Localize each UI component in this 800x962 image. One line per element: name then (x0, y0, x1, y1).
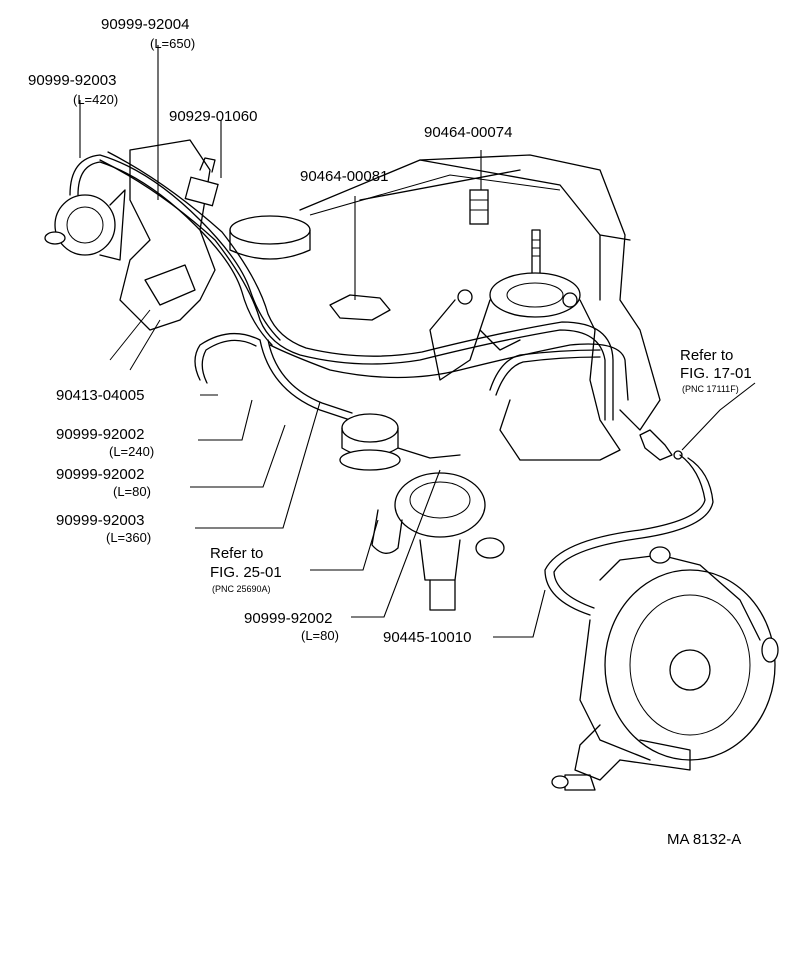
part-label-90999-92003-360: 90999-92003 (56, 512, 145, 529)
part-label-90929-01060: 90929-01060 (169, 108, 258, 125)
part-label-90464-00074: 90464-00074 (424, 124, 513, 141)
drawing-code: MA 8132-A (667, 831, 742, 848)
distributor (551, 546, 779, 791)
hose-clips (184, 157, 489, 321)
carburetor (429, 229, 621, 461)
part-label-90999-92004: 90999-92004 (101, 16, 190, 33)
part-label-90413-04005: 90413-04005 (56, 387, 145, 404)
ref-fig17-line1: Refer to (680, 347, 734, 364)
length-label-650: (L=650) (150, 36, 196, 51)
part-label-90999-92003-420: 90999-92003 (28, 72, 117, 89)
ref-fig25-line2: FIG. 25-01 (210, 564, 282, 581)
length-label-240: (L=240) (109, 444, 155, 459)
ref-fig17-pnc: (PNC 17111F) (682, 384, 739, 394)
part-label-90999-92002-240: 90999-92002 (56, 426, 145, 443)
length-label-80a: (L=80) (113, 484, 151, 499)
vacuum-actuator-left (44, 189, 126, 261)
part-label-90999-92002-80b: 90999-92002 (244, 610, 333, 627)
ref-fig25-pnc: (PNC 25690A) (212, 584, 271, 594)
part-label-90999-92002-80a: 90999-92002 (56, 466, 145, 483)
vacuum-hoses (69, 151, 629, 421)
connector-fig17 (639, 429, 683, 461)
ref-fig17-line2: FIG. 17-01 (680, 365, 752, 382)
part-label-90464-00081: 90464-00081 (300, 168, 389, 185)
length-label-420: (L=420) (73, 92, 119, 107)
hose-to-distributor (544, 454, 714, 616)
vacuum-valve-center (339, 413, 505, 611)
leader-lines (79, 45, 756, 638)
filler-cap (229, 215, 311, 260)
engine-block (299, 154, 661, 431)
length-label-360: (L=360) (106, 530, 152, 545)
length-label-80b: (L=80) (301, 628, 339, 643)
ref-fig25-line1: Refer to (210, 545, 264, 562)
intake-manifold (109, 139, 216, 371)
part-label-90445-10010: 90445-10010 (383, 629, 472, 646)
